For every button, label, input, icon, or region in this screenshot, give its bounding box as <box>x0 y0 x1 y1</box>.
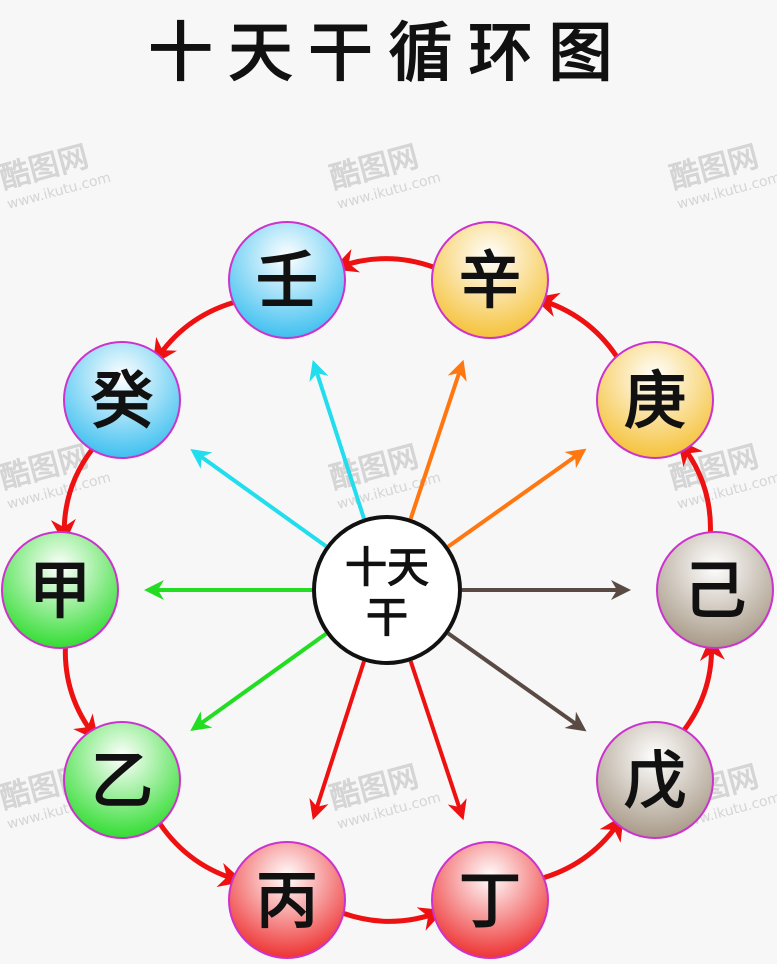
stem-circle <box>431 841 549 959</box>
stem-circle <box>656 531 774 649</box>
spoke-arrow <box>447 448 587 549</box>
cycle-arrow <box>332 248 435 273</box>
stem-circle <box>63 341 181 459</box>
cycle-arrow <box>50 447 95 545</box>
cycle-arrow <box>152 300 235 365</box>
stem-circle <box>596 721 714 839</box>
cycle-arrow <box>542 815 624 881</box>
spoke-arrow <box>190 448 328 548</box>
stem-label: 癸 <box>91 364 153 437</box>
cycle-arrow <box>342 907 445 931</box>
stem-label: 辛 <box>459 244 521 317</box>
cycle-arrow <box>681 635 725 733</box>
stem-label: 丁 <box>459 864 521 937</box>
spoke-arrow <box>309 359 366 520</box>
center-label: 十天 <box>345 543 429 592</box>
spoke-arrow <box>447 631 587 732</box>
stem-label: 乙 <box>91 744 153 817</box>
stem-label: 壬 <box>256 244 318 317</box>
cycle-arrow <box>677 439 713 534</box>
stem-label: 戊 <box>624 744 686 817</box>
cycle-arrow <box>533 292 619 358</box>
center-circle <box>312 515 462 665</box>
spoke-arrow <box>408 359 467 520</box>
spoke-arrow <box>309 660 366 821</box>
stem-label: 丙 <box>256 864 318 937</box>
spoke-arrow <box>190 632 328 732</box>
stem-label: 甲 <box>29 554 91 627</box>
page-title: 十天干循环图 <box>148 16 629 91</box>
stem-circle <box>228 841 346 959</box>
stem-circle <box>63 721 181 839</box>
cycle-arrow <box>62 646 99 741</box>
stem-label: 己 <box>684 554 746 627</box>
cycle-arrow <box>157 822 244 888</box>
stem-label: 庚 <box>624 364 686 437</box>
stem-circle <box>596 341 714 459</box>
stem-circle <box>228 221 346 339</box>
stem-circle <box>1 531 119 649</box>
center-label: 干 <box>366 593 408 642</box>
stem-circle <box>431 221 549 339</box>
spoke-arrow <box>408 660 467 821</box>
